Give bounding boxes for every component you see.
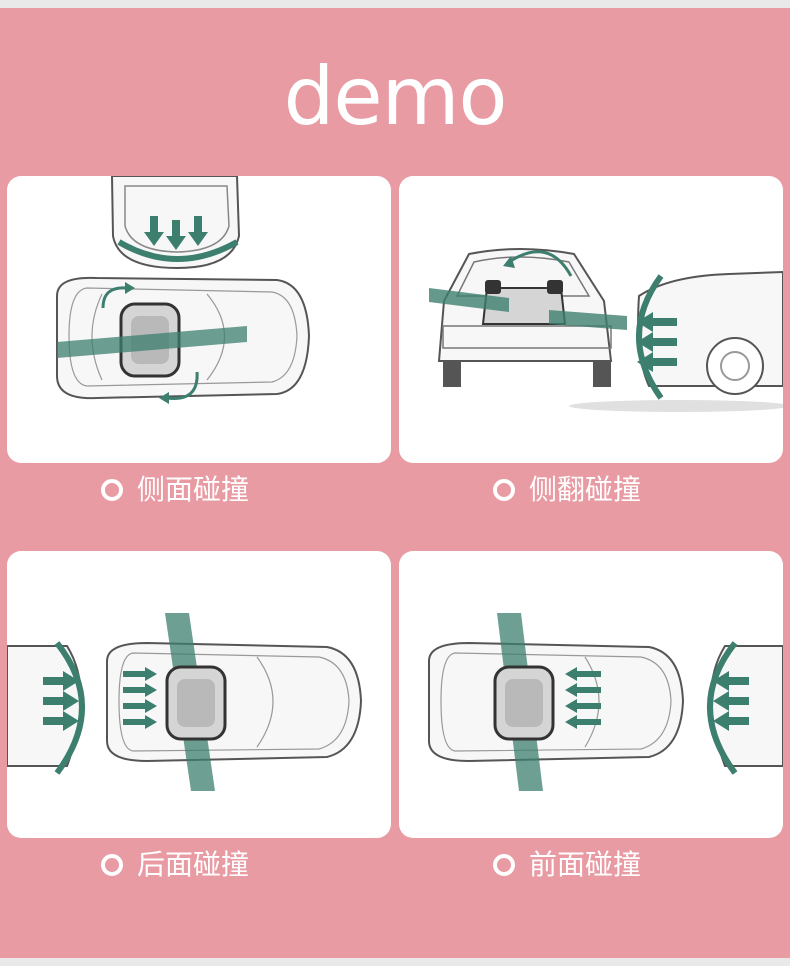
rollover-caption: 侧翻碰撞: [493, 472, 641, 508]
rollover-label: 侧翻碰撞: [529, 473, 642, 506]
front-impact-caption: 前面碰撞: [493, 847, 641, 883]
front-impact-illustration: [399, 551, 783, 838]
rear-impact-label: 后面碰撞: [137, 848, 250, 881]
ring-bullet-icon: [101, 854, 123, 876]
rear-impact-drawing: [7, 613, 363, 791]
side-impact-caption: 侧面碰撞: [101, 472, 249, 508]
side-impact-label: 侧面碰撞: [137, 473, 250, 506]
rear-impact-caption: 后面碰撞: [101, 847, 249, 883]
front-impact-drawing: [428, 613, 783, 791]
ring-bullet-icon: [493, 479, 515, 501]
bottom-strip: [0, 958, 790, 966]
page-title: demo: [283, 50, 508, 143]
rollover-illustration: [399, 176, 783, 463]
ring-bullet-icon: [493, 854, 515, 876]
top-strip: [0, 0, 790, 8]
rollover-drawing: [429, 248, 783, 412]
ring-bullet-icon: [101, 479, 123, 501]
side-impact-drawing: [56, 176, 311, 404]
side-impact-illustration: [7, 176, 391, 463]
rear-impact-illustration: [7, 551, 391, 838]
front-impact-label: 前面碰撞: [529, 848, 642, 881]
